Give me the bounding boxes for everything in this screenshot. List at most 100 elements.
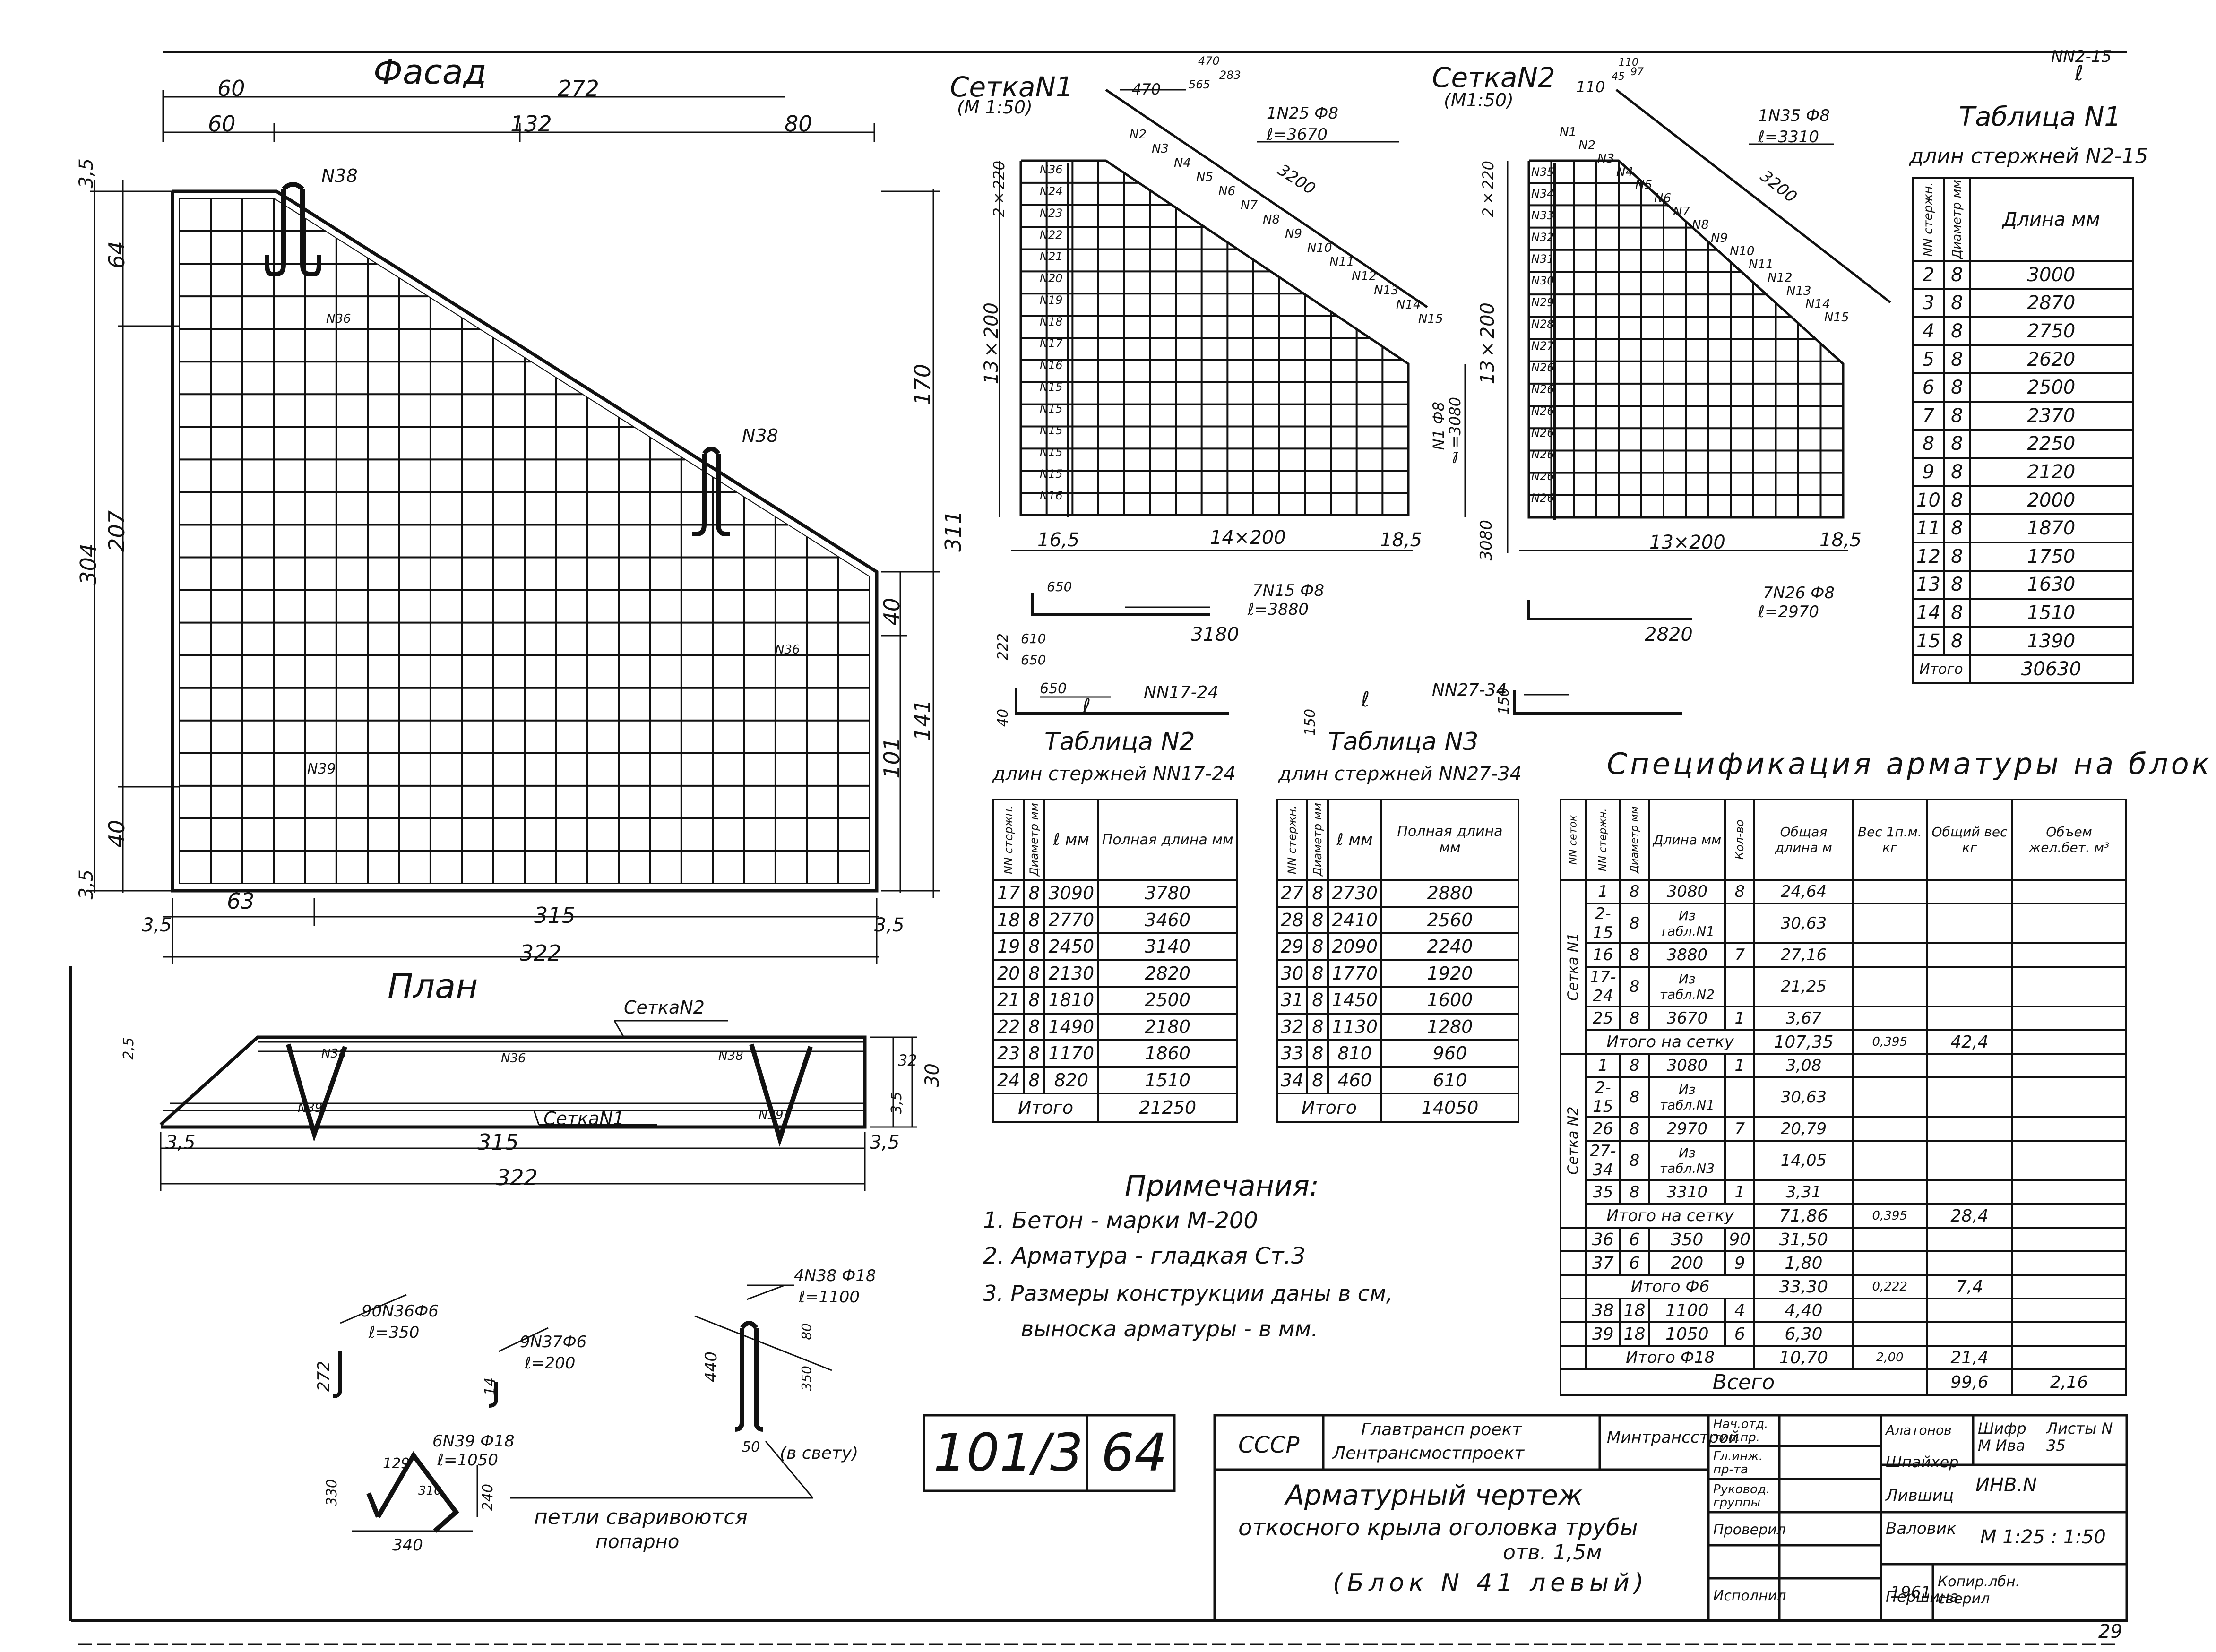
meh1-barnums-label: N13 [1374,284,1399,298]
facade-dim-left-207: 207 [104,510,129,552]
spec-cell [1925,942,2014,968]
meh2-leftnums-label: N31 [1531,252,1554,266]
table-cell: 8 [1943,429,1971,459]
spec-cell: 9 [1724,1250,1756,1276]
mesh1-rows-label: 2×220 [990,161,1008,217]
spec-cell: 8 [1619,942,1650,968]
table2-col-diam: Диаметр мм [1024,800,1045,880]
facade-dim-bottom-35a: 3,5 [142,914,172,936]
mesh2-grid-slope [1618,160,1844,365]
spec-cell: 1,80 [1753,1250,1854,1276]
table-cell: 1130 [1327,1012,1383,1041]
spec-cell: 3880 [1648,942,1726,968]
table-cell: 2180 [1097,1012,1238,1041]
table3-col-full: Полная длина мм [1380,799,1519,881]
spec-cell: Из табл.N3 [1648,1140,1726,1181]
table-cell: 32 [1276,1012,1309,1041]
spec-cell: 3080 [1648,879,1726,904]
spec-cell: 28,4 [1925,1203,2014,1229]
meh2-leftnums-label: N33 [1531,209,1554,222]
spec-cell: 1 [1724,1053,1756,1078]
spec-cell: 71,86 [1753,1203,1854,1229]
spec-cell: 8 [1619,966,1650,1007]
spec-cell [2011,1250,2127,1276]
spec-cell: 21,25 [1753,966,1854,1007]
spec-col-header: Объем жел.бет. м³ [2011,799,2127,881]
table-cell: 8 [1943,260,1971,290]
spec-cell [1925,1298,2014,1323]
facade-marker-n39: N39 [307,761,336,777]
meh1-leftnums-label: N20 [1040,272,1063,285]
table-cell: 1750 [1968,541,2134,572]
meh1-barnums-label: N8 [1263,213,1280,227]
table-cell: 1450 [1327,986,1383,1015]
meh2-barnums-label: N14 [1805,297,1830,311]
tb-org2: Лентрансмостпроект [1333,1444,1525,1463]
spec-cell: 2970 [1648,1116,1726,1142]
detail-n39-dim-240: 240 [480,1484,496,1511]
mesh2-dim-br: 18,5 [1819,529,1862,551]
table-cell: 8 [1306,986,1329,1015]
plan-dim-35a: 3,5 [165,1132,196,1153]
meh2-barnums-label: N15 [1824,310,1849,325]
meh1-barnums-label: N6 [1218,184,1235,198]
facade-dim-bottom-322: 322 [520,940,561,966]
mesh2-bar1: 1N35 Ф8 [1758,106,1830,125]
table-cell: 810 [1327,1039,1383,1068]
spec-cell [1852,1076,1928,1118]
table-cell: 12 [1912,541,1945,572]
mesh1-side-bar: N1 Ф8 [1430,402,1448,450]
table1-subtitle: длин стержней N2-15 [1909,144,2148,168]
spec-cell: 7,4 [1925,1274,2014,1299]
spec-cell [1852,1179,1928,1205]
table-cell: 1770 [1327,959,1383,988]
spec-col-header: NN стержн. [1586,800,1620,880]
meh2-leftnums-label: N28 [1531,318,1554,331]
plan-dim-35c: 3,5 [888,1092,905,1114]
mesh1-rows-dim: 13×200 [981,302,1002,385]
mesh1-topdim-d: 283 [1219,69,1241,82]
detail-n37-label: 9N37Ф6 [520,1333,587,1351]
table-cell: 8 [1306,959,1329,988]
tb-role-4: Проверил [1713,1522,1786,1538]
table-cell: 5 [1912,344,1945,375]
plan-dim-315: 315 [477,1129,519,1155]
plan-dim-32: 32 [898,1051,917,1069]
meh1-leftnums-label: N21 [1040,250,1063,263]
table-cell: 3090 [1043,879,1099,908]
spec-cell [1852,1250,1928,1276]
mesh1-hook-a: 650 [1047,579,1072,594]
spec-cell: Сетка N2 [1561,1054,1586,1228]
table-cell: 2450 [1043,932,1099,961]
spec-cell: 8 [1619,879,1650,904]
mesh1-topdim-a: 470 [1132,80,1161,98]
spec-cell: 1 [1585,1053,1621,1078]
table-cell: 2090 [1327,932,1383,961]
tb-copy: Копир.лбн. сверил [1938,1574,2020,1607]
tb-name-1: Шпайхер [1886,1453,1959,1471]
plan-label-mesh1: СеткаN1 [543,1108,624,1129]
meh2-leftnums-label: N30 [1531,274,1554,287]
table-cell: 1280 [1380,1012,1519,1041]
tb-role-2: Гл.инж. пр-та [1713,1449,1763,1477]
table2-total-label: Итого [992,1093,1099,1123]
mesh1-dim-br: 18,5 [1380,529,1423,551]
spec-cell: 6 [1724,1321,1756,1347]
spec-cell: 8 [1724,879,1756,904]
table-cell: 1860 [1097,1039,1238,1068]
spec-cell [1852,1321,1928,1347]
spec-cell [1724,903,1756,944]
table-cell: 1810 [1043,986,1099,1015]
spec-col-header: Длина мм [1648,799,1726,881]
mesh1-dim-bm: 14×200 [1210,527,1286,549]
table-cell: 2870 [1968,288,2134,318]
notes-item-3: 3. Размеры конструкции даны в см, [983,1281,1393,1306]
spec-cell [2011,903,2127,944]
